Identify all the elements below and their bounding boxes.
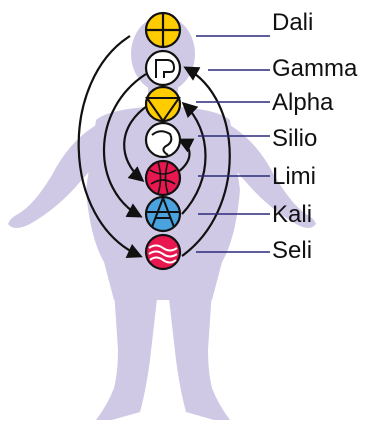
chakra-dali	[146, 13, 180, 47]
label-kali: Kali	[272, 201, 312, 228]
chakra-seli	[146, 235, 180, 269]
label-alpha: Alpha	[272, 89, 334, 116]
chakra-silio	[146, 123, 180, 157]
chakra-limi	[146, 161, 180, 195]
chakra-kali	[146, 197, 180, 231]
chakra-alpha	[146, 87, 180, 121]
swirl-circle-icon	[146, 123, 180, 157]
chakra-gamma	[146, 51, 180, 85]
label-dali: Dali	[272, 9, 313, 36]
a-in-circle-icon	[146, 197, 180, 231]
labels: Dali Gamma Alpha Silio Limi Kali Seli	[272, 9, 358, 264]
label-seli: Seli	[272, 237, 312, 264]
label-gamma: Gamma	[272, 55, 358, 82]
label-silio: Silio	[272, 125, 317, 152]
label-limi: Limi	[272, 163, 316, 190]
mesh-circle-icon	[146, 161, 180, 195]
